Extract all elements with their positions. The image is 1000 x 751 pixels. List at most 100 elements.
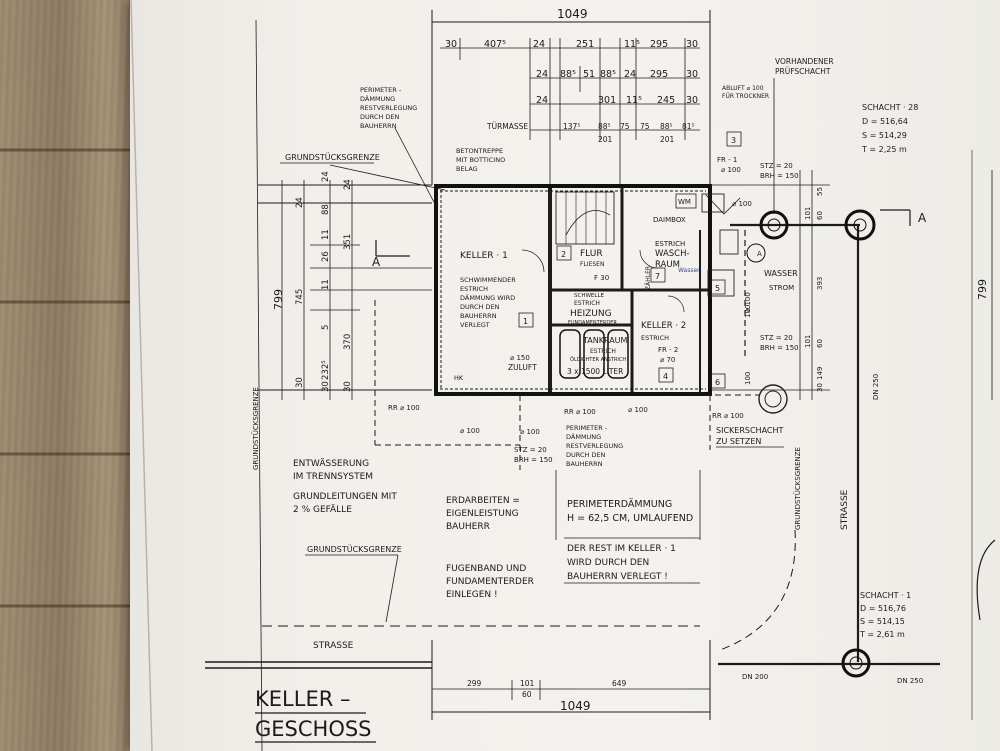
- erdarbeiten-note: BAUHERR: [446, 522, 490, 532]
- tuermasse-value: 75: [640, 122, 650, 131]
- room-keller-1: KELLER · 1: [460, 251, 508, 261]
- top-dim: 24: [536, 69, 548, 80]
- schacht1: SCHACHT · 1: [860, 591, 911, 600]
- heizung-sub: FUNDAMENTERDER: [568, 320, 617, 326]
- grundstuecksgrenze-bottom: GRUNDSTÜCKSGRENZE: [307, 544, 402, 554]
- plan-title-line1: KELLER –: [255, 687, 350, 711]
- pipe-label: ⌀ 100: [520, 428, 540, 436]
- room-keller-2: KELLER · 2: [641, 321, 686, 331]
- tuermasse-sub: 201: [598, 135, 613, 144]
- top-dim: 301: [598, 95, 616, 106]
- stz-note: STZ = 20: [760, 334, 793, 342]
- flur-sub: FLIESEN: [580, 261, 604, 268]
- left-dim: 370: [343, 334, 353, 350]
- left-dim: 30: [295, 377, 305, 388]
- top-dim: 88⁵: [560, 69, 576, 80]
- stz-note: BRH = 150: [760, 344, 799, 352]
- schacht28: S = 514,29: [862, 131, 907, 140]
- vorhandener-note: PRÜFSCHACHT: [775, 67, 831, 76]
- top-dim: 30: [445, 39, 457, 50]
- entwaesserung-note: ENTWÄSSERUNG: [293, 458, 369, 469]
- schacht28: D = 516,64: [862, 117, 908, 126]
- top-dim: 24: [536, 95, 548, 106]
- left-dim: 745: [295, 289, 305, 305]
- building-walls: [434, 184, 741, 396]
- tuermasse-value: 81⁵: [682, 122, 695, 131]
- top-dim: 251: [576, 39, 594, 50]
- perimeter-note-line: BAUHERRN: [360, 122, 397, 130]
- sickerschacht-note: SICKERSCHACHT: [716, 426, 783, 435]
- fr1-diameter: ⌀ 100: [721, 166, 741, 174]
- schacht1: T = 2,61 m: [859, 630, 905, 639]
- floor-plan-paper: [130, 0, 1000, 751]
- wasser-note: Wasser: [678, 267, 700, 274]
- perimeter-bottom: DÄMMUNG: [566, 432, 601, 441]
- top-dim: 51: [583, 69, 595, 80]
- bottom-dim: 101: [520, 679, 535, 688]
- top-dim: 30: [686, 39, 698, 50]
- top-dim: 11⁵: [624, 39, 640, 50]
- section-a-left: A: [372, 255, 381, 269]
- stz-note: BRH = 150: [760, 172, 799, 180]
- top-dim: 295: [650, 69, 668, 80]
- fr1-label: FR - 1: [717, 156, 737, 164]
- left-dimension-lines: [258, 180, 432, 400]
- top-dim: 88⁵: [600, 69, 616, 80]
- schacht1: D = 516,76: [860, 604, 906, 613]
- grundstuecksgrenze-right: GRUNDSTÜCKSGRENZE: [793, 447, 802, 530]
- stz-note: STZ = 20: [760, 162, 793, 170]
- keller1-note: VERLEGT: [460, 321, 490, 329]
- wooden-table-surface: [0, 0, 150, 751]
- pipe-label: ⌀ 100: [628, 406, 648, 414]
- heizung-note: ESTRICH: [574, 300, 600, 307]
- der-rest-note: WIRD DURCH DEN: [567, 558, 649, 568]
- top-dim: 407⁵: [484, 39, 506, 50]
- perimeterdaemmung-note: PERIMETERDÄMMUNG: [567, 499, 672, 510]
- betontreppe-line: BELAG: [456, 165, 478, 173]
- manhole-a: A: [757, 250, 762, 258]
- door-f30: F 30: [594, 274, 609, 282]
- tuermasse-value: 88⁵: [598, 122, 611, 131]
- tankraum-note: ÖLDICHTER ANSTRICH: [570, 356, 626, 363]
- marker: 5: [715, 284, 720, 293]
- perimeter-bottom: DURCH DEN: [566, 451, 606, 459]
- left-dim: 26: [321, 251, 331, 262]
- marker: 6: [715, 378, 720, 387]
- marker: 3: [731, 136, 736, 145]
- dim-top-total: 1049: [557, 7, 588, 21]
- right-dim: 101: [804, 207, 812, 220]
- perimeter-bottom: RESTVERLEGUNG: [566, 442, 623, 450]
- perimeter-note-line: DÄMMUNG: [360, 94, 395, 103]
- fugenband-note: FUNDAMENTERDER: [446, 577, 534, 587]
- erdarbeiten-note: ERDARBEITEN =: [446, 496, 520, 506]
- abluft-note: FÜR TROCKNER: [722, 93, 769, 100]
- rr-label: RR ⌀ 100: [388, 404, 420, 412]
- left-dim: 24: [295, 197, 305, 208]
- strasse-right: STRASSE: [840, 489, 850, 530]
- washroom-label: RAUM: [655, 260, 680, 270]
- perimeterdaemmung-note: H = 62,5 CM, UMLAUFEND: [567, 513, 693, 524]
- schacht1: S = 514,15: [860, 617, 905, 626]
- fr2-diameter: ⌀ 70: [660, 356, 675, 364]
- dn250-label: DN 250: [897, 677, 923, 685]
- der-rest-note: BAUHERRN VERLEGT !: [567, 572, 668, 582]
- abluft-note: ABLUFT ⌀ 100: [722, 85, 764, 92]
- keller1-note: DÄMMUNG WIRD: [460, 293, 515, 302]
- perimeter-note-line: RESTVERLEGUNG: [360, 104, 417, 112]
- heizung-note: SCHWELLE: [574, 293, 605, 299]
- entwaesserung-note: IM TRENNSYSTEM: [293, 472, 373, 482]
- top-dim: 295: [650, 39, 668, 50]
- schacht28: SCHACHT · 28: [862, 103, 918, 112]
- perimeter-note-line: PERIMETER -: [360, 86, 402, 94]
- strasse-bottom: STRASSE: [313, 641, 354, 651]
- stz-note: STZ = 20: [514, 446, 547, 454]
- left-dim: 5: [321, 325, 331, 330]
- zuluft-label: ZULUFT: [508, 363, 537, 372]
- plan-title-line2: GESCHOSS: [255, 717, 372, 741]
- top-dimension-lines: [431, 10, 711, 185]
- bottom-dim: 299: [467, 679, 482, 688]
- grundstuecksgrenze-top: GRUNDSTÜCKSGRENZE: [285, 152, 380, 162]
- stz-note: BRH = 150: [514, 456, 553, 464]
